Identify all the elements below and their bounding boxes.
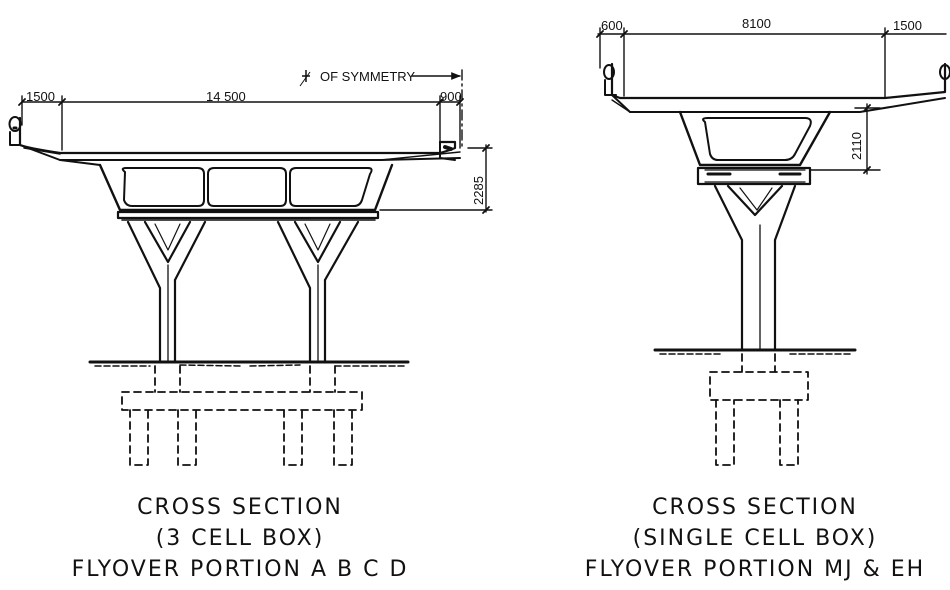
right-dim-2110: 2110 [849,132,864,160]
right-dim-600: 600 [601,18,623,33]
right-caption-line1: CROSS SECTION [652,495,858,520]
centerline-icon [299,70,311,87]
left-pier-2 [276,220,360,364]
left-deck-top [18,116,457,155]
left-symmetry-label: OF SYMMETRY [320,69,415,84]
right-railing-left-icon [603,64,617,96]
left-dim-900: 900 [440,89,462,104]
left-dimension-lines [18,69,493,214]
right-deck-top [610,62,947,100]
left-caption-line3: FLYOVER PORTION A B C D [71,557,409,582]
left-box-girder [98,163,394,212]
left-cap-beam [116,210,380,220]
left-railing-icon [8,116,22,146]
left-caption-line2: (3 CELL BOX) [155,526,325,551]
right-caption: CROSS SECTION (SINGLE CELL BOX) FLYOVER … [560,492,950,585]
right-dim-8100: 8100 [742,16,771,31]
right-box-cell [702,117,812,161]
right-box-girder [678,110,832,167]
left-cross-section [8,69,493,466]
left-deck-soffit [19,144,461,161]
right-caption-line2: (SINGLE CELL BOX) [632,526,878,551]
right-dimension-lines [596,27,947,175]
right-pier [713,184,797,352]
left-caption-line1: CROSS SECTION [137,495,343,520]
left-foundation [121,365,363,466]
right-caption-line3: FLYOVER PORTION MJ & EH [584,557,926,582]
left-dim-14500: 14 500 [206,89,246,104]
left-dim-1500: 1500 [26,89,55,104]
right-cross-section [596,27,950,466]
right-dim-1500: 1500 [893,18,922,33]
left-pier-1 [126,220,207,364]
right-foundation [709,353,809,466]
left-box-cells [121,167,373,207]
left-caption: CROSS SECTION (3 CELL BOX) FLYOVER PORTI… [60,492,420,585]
left-dim-2285: 2285 [471,176,486,205]
right-bearing-block [696,166,812,186]
